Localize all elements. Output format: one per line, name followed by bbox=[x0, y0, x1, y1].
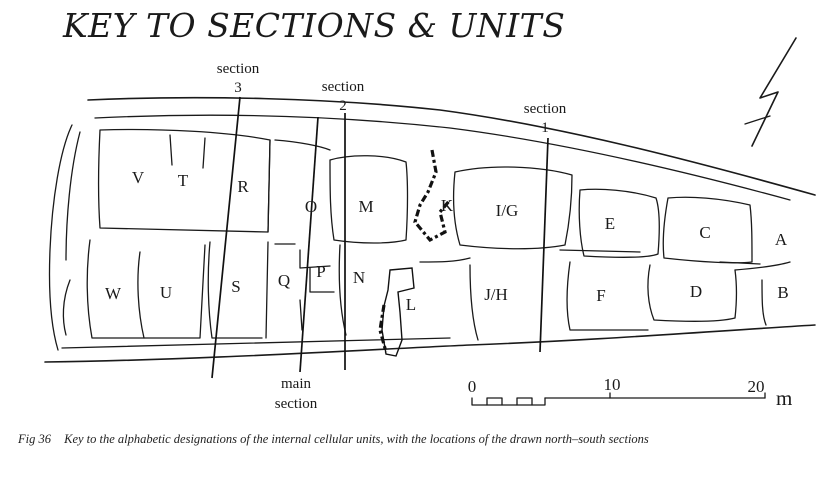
unit-label-f: F bbox=[596, 286, 605, 305]
section-3-label: section bbox=[217, 61, 260, 77]
unit-label-l: L bbox=[406, 295, 416, 314]
unit-label-q: Q bbox=[278, 271, 290, 290]
unit-label-t: T bbox=[178, 171, 189, 190]
unit-label-u: U bbox=[160, 283, 172, 302]
unit-label-m: M bbox=[358, 197, 373, 216]
scale-bar bbox=[471, 392, 766, 406]
section-3-line bbox=[211, 96, 241, 379]
section-2-label: section bbox=[322, 79, 365, 95]
section-1-line bbox=[539, 137, 549, 353]
scale-label-0: 0 bbox=[468, 377, 477, 396]
lower-cells bbox=[86, 239, 791, 341]
unit-label-jh: J/H bbox=[484, 285, 508, 304]
unit-label-b: B bbox=[777, 283, 788, 302]
main-section-label-2: section bbox=[275, 396, 318, 412]
unit-label-d: D bbox=[690, 282, 702, 301]
feature-k-outline bbox=[413, 149, 452, 243]
unit-label-p: P bbox=[316, 262, 325, 281]
scale-unit: m bbox=[776, 386, 792, 410]
unit-label-ig: I/G bbox=[496, 201, 519, 220]
section-3-number: 3 bbox=[234, 80, 242, 96]
section-2-number: 2 bbox=[339, 98, 347, 114]
upper-cells bbox=[97, 128, 753, 264]
figure-caption: Fig 36 Key to the alphabetic designation… bbox=[18, 432, 649, 447]
unit-label-e: E bbox=[605, 214, 615, 233]
outer-boundary bbox=[44, 96, 816, 363]
north-arrow-icon bbox=[744, 37, 797, 147]
unit-label-n: N bbox=[353, 268, 365, 287]
scale-label-10: 10 bbox=[604, 375, 621, 394]
main-section-line bbox=[299, 116, 319, 373]
unit-label-s: S bbox=[231, 277, 240, 296]
scale-label-20: 20 bbox=[748, 377, 765, 396]
unit-label-w: W bbox=[105, 284, 122, 303]
diagram-title: KEY TO SECTIONS & UNITS bbox=[63, 6, 566, 45]
unit-label-o: O bbox=[305, 197, 317, 216]
unit-label-c: C bbox=[699, 223, 710, 242]
caption-text: Key to the alphabetic designations of th… bbox=[64, 432, 649, 446]
section-1-label: section bbox=[524, 101, 567, 117]
section-1-number: 1 bbox=[541, 120, 549, 136]
unit-label-k: K bbox=[441, 196, 454, 215]
unit-label-r: R bbox=[237, 177, 249, 196]
figure-number: Fig 36 bbox=[18, 432, 51, 446]
unit-label-v: V bbox=[132, 168, 145, 187]
feature-l-outline bbox=[378, 267, 415, 357]
main-section-label-1: main bbox=[281, 376, 311, 392]
unit-label-a: A bbox=[775, 230, 788, 249]
